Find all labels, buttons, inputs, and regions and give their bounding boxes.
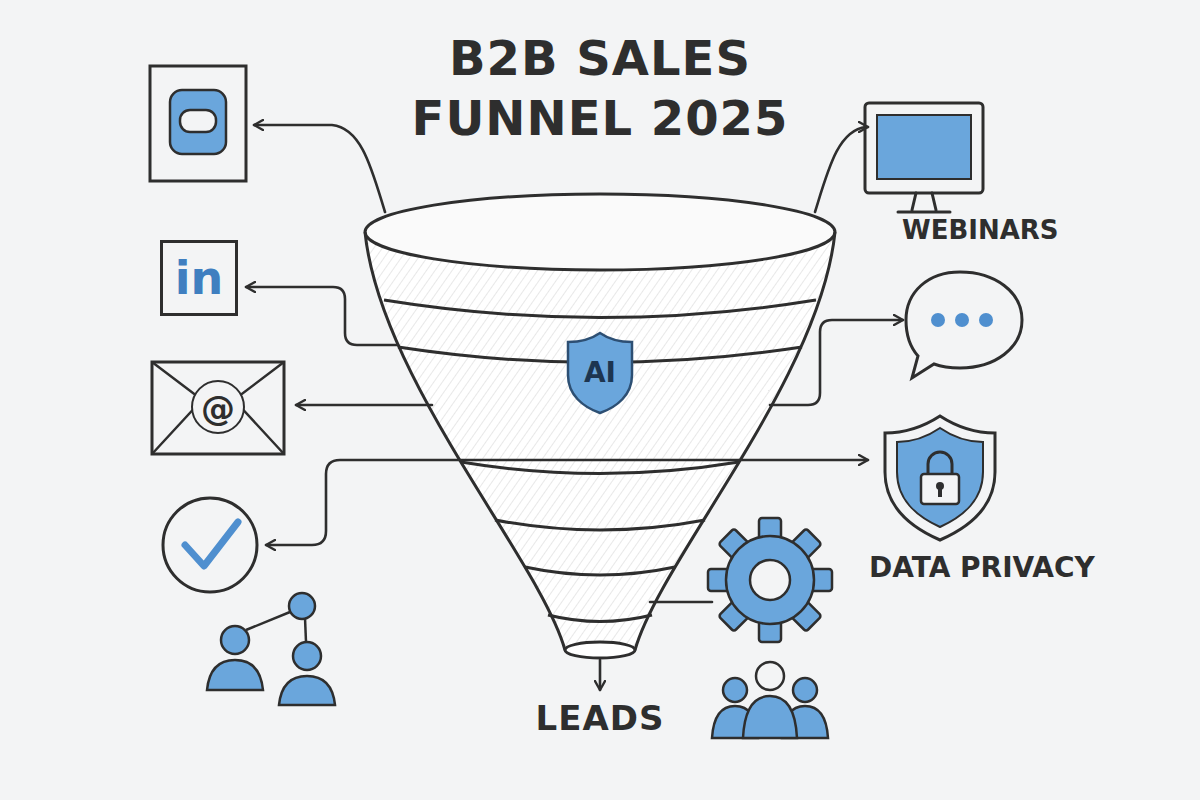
node-text: WEBINARS bbox=[860, 216, 1063, 246]
node-text: @ bbox=[201, 391, 235, 425]
privacy-shield: DATA PRIVACY bbox=[865, 412, 1099, 632]
funnel bbox=[365, 194, 835, 658]
webinar-monitor: WEBINARS bbox=[860, 100, 1063, 250]
network-people-icon bbox=[207, 593, 335, 705]
people-group-icon bbox=[712, 662, 828, 738]
monitor-shape bbox=[860, 100, 990, 218]
ai-shield: AI bbox=[565, 330, 635, 416]
email-envelope: @ bbox=[150, 360, 286, 456]
linkedin-box: in bbox=[160, 240, 238, 316]
node-text: in bbox=[175, 255, 224, 301]
check-icon bbox=[163, 498, 257, 592]
node-text: DATA PRIVACY bbox=[865, 552, 1099, 584]
title-block: B2B SALES FUNNEL 2025 bbox=[330, 28, 870, 148]
leader-arrows bbox=[246, 125, 903, 690]
shield-lock-shape bbox=[865, 412, 1015, 544]
funnel-output-label: LEADS bbox=[536, 698, 665, 738]
chat-bubble-icon bbox=[906, 272, 1022, 378]
label-block: LEADS bbox=[450, 698, 750, 738]
title-text: B2B SALES FUNNEL 2025 bbox=[412, 30, 789, 146]
node-text: AI bbox=[584, 359, 616, 387]
app-icon bbox=[150, 66, 246, 181]
gear-icon bbox=[708, 518, 832, 642]
